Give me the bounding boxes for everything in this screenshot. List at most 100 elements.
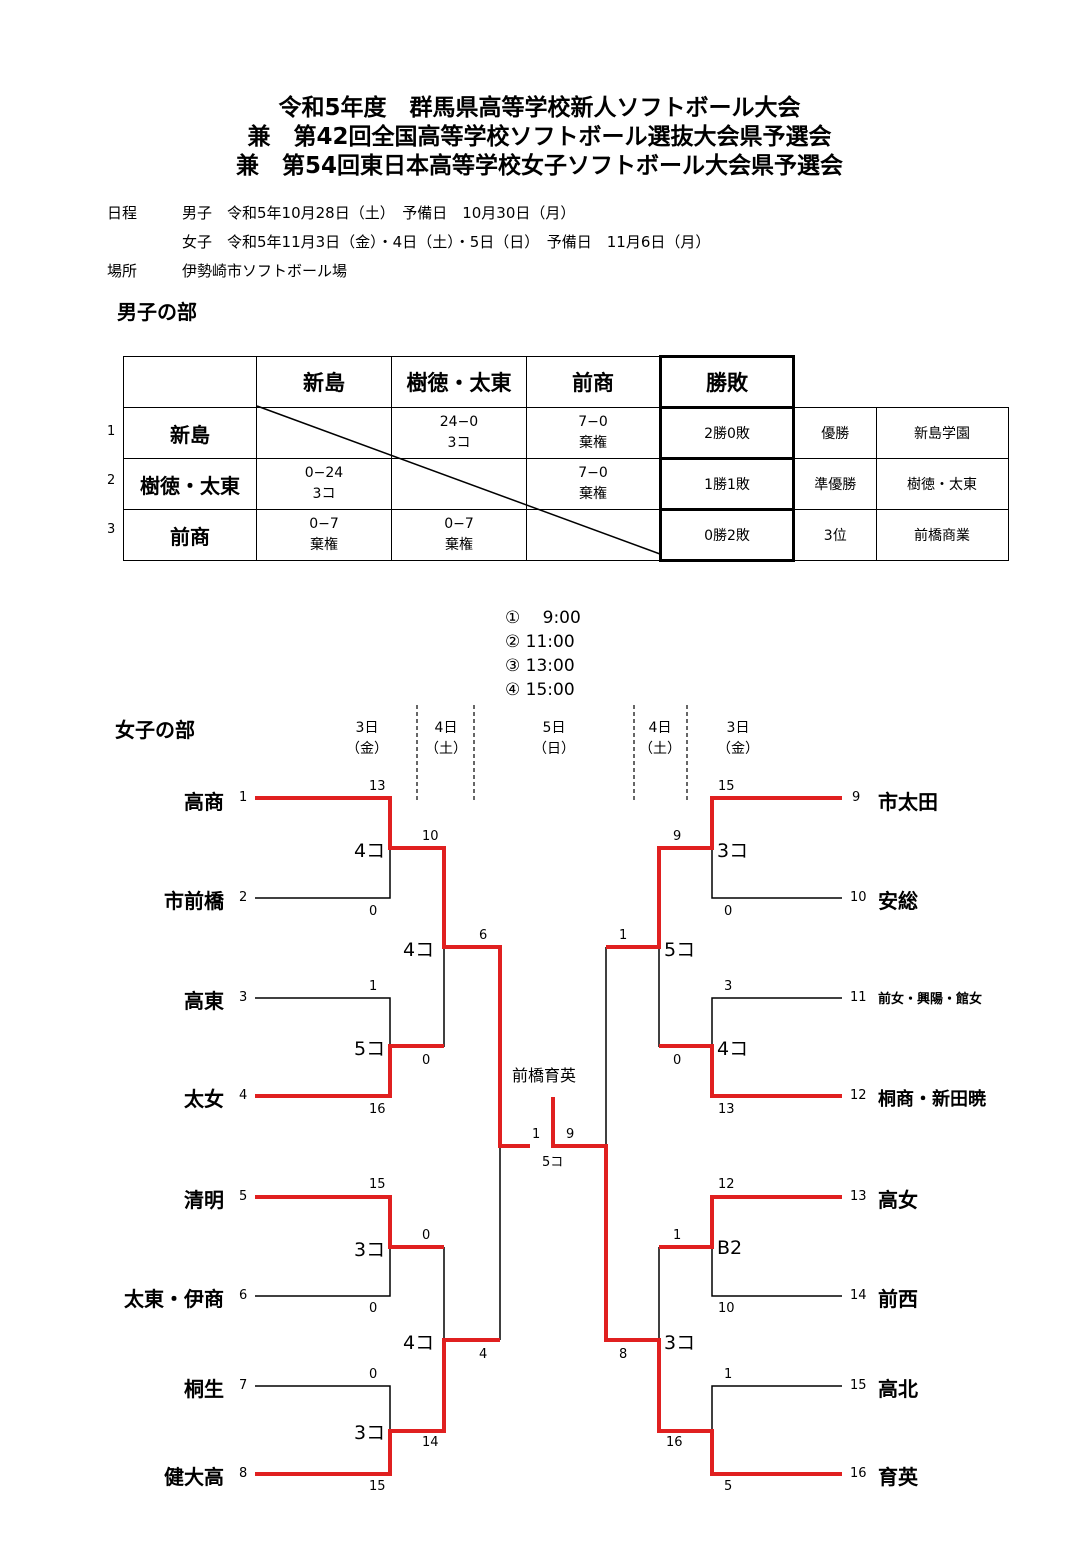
score: 6: [479, 928, 488, 943]
score: 0: [422, 1053, 431, 1068]
score: 13: [369, 779, 386, 794]
team-name: 健大高: [164, 1465, 224, 1489]
score: 1: [673, 1228, 682, 1243]
score: 4: [479, 1347, 488, 1362]
score: 0: [369, 1367, 378, 1382]
score: 13: [718, 1102, 735, 1117]
seed-number: 14: [850, 1288, 867, 1303]
time-schedule: ① 9:00 ② 11:00 ③ 13:00 ④ 15:00: [505, 606, 581, 702]
score: 0: [724, 904, 733, 919]
day-label: 3日（金）: [717, 720, 759, 757]
seed-number: 1: [239, 790, 248, 805]
row-number: 2: [107, 473, 116, 488]
row-team: 新島: [123, 407, 257, 459]
team-name: 前西: [878, 1287, 918, 1311]
seed-number: 5: [239, 1189, 248, 1204]
col-header: 樹徳・太東: [391, 356, 527, 408]
school-cell: 前橋商業: [875, 509, 1009, 561]
game-label: 4コ: [717, 1038, 749, 1060]
seed-number: 6: [239, 1288, 248, 1303]
time-slot: ② 11:00: [505, 632, 575, 652]
game-label: 3コ: [354, 1422, 386, 1444]
day-label: 5日（日）: [533, 720, 575, 757]
game-label: 5コ: [664, 939, 696, 961]
time-slot: ③ 13:00: [505, 656, 575, 676]
row-team: 樹徳・太東: [123, 458, 257, 510]
game-label: 4コ: [354, 840, 386, 862]
team-name: 清明: [184, 1188, 224, 1212]
score: 15: [718, 779, 735, 794]
record-cell: 1勝1敗: [659, 457, 795, 511]
score: 1: [369, 979, 378, 994]
team-name: 太東・伊商: [124, 1287, 224, 1311]
seed-number: 2: [239, 890, 248, 905]
record-header: 勝敗: [659, 355, 795, 409]
game-label: 3コ: [354, 1239, 386, 1261]
game-label: 4コ: [403, 1332, 435, 1354]
score: 14: [422, 1435, 439, 1450]
team-name: 桐商・新田暁: [878, 1089, 986, 1110]
record-cell: 2勝0敗: [659, 406, 795, 460]
title-line-1: 令和5年度 群馬県高等学校新人ソフトボール大会: [278, 95, 801, 121]
game-label: 3コ: [717, 840, 749, 862]
score: 0: [673, 1053, 682, 1068]
team-name: 桐生: [184, 1377, 224, 1401]
schedule-women: 女子 令和5年11月3日（金）・4日（土）・5日（日） 予備日 11月6日（月）: [182, 233, 711, 251]
score: 5: [724, 1479, 733, 1494]
seed-number: 7: [239, 1378, 248, 1393]
score: 3: [724, 979, 733, 994]
seed-number: 13: [850, 1189, 867, 1204]
col-header: 前商: [526, 356, 661, 408]
score: 10: [718, 1301, 735, 1316]
seed-number: 15: [850, 1378, 867, 1393]
place-value: 伊勢崎市ソフトボール場: [182, 262, 348, 280]
score: 16: [369, 1102, 386, 1117]
score: 9: [673, 829, 682, 844]
seed-number: 11: [850, 990, 867, 1005]
seed-number: 16: [850, 1466, 867, 1481]
team-name: 安総: [878, 889, 918, 913]
day-label: 4日（土）: [425, 720, 467, 757]
score: 16: [666, 1435, 683, 1450]
seed-number: 9: [852, 790, 861, 805]
score: 12: [718, 1177, 735, 1192]
seed-number: 12: [850, 1088, 867, 1103]
team-name: 高東: [184, 989, 224, 1013]
seed-number: 3: [239, 990, 248, 1005]
team-name: 高女: [878, 1188, 918, 1212]
score: 10: [422, 829, 439, 844]
day-label: 4日（土）: [639, 720, 681, 757]
team-name: 育英: [878, 1465, 918, 1489]
score: 1: [724, 1367, 733, 1382]
school-cell: 新島学園: [875, 407, 1009, 459]
men-section-title: 男子の部: [117, 300, 197, 324]
score: 15: [369, 1479, 386, 1494]
game-label: 5コ: [354, 1038, 386, 1060]
seed-number: 10: [850, 890, 867, 905]
score: 1: [619, 928, 628, 943]
score: 0: [422, 1228, 431, 1243]
schedule-men: 男子 令和5年10月28日（土） 予備日 10月30日（月）: [182, 204, 576, 222]
row-number: 1: [107, 424, 116, 439]
team-name: 高商: [184, 790, 224, 814]
row-team: 前商: [123, 509, 257, 561]
score: 0: [369, 904, 378, 919]
team-name: 市前橋: [164, 889, 224, 913]
time-slot: ① 9:00: [505, 608, 581, 628]
team-name: 前女・興陽・館女: [878, 992, 983, 1007]
team-name: 高北: [878, 1377, 918, 1401]
game-label: 3コ: [664, 1332, 696, 1354]
time-slot: ④ 15:00: [505, 680, 575, 700]
score: 1: [532, 1127, 541, 1142]
seed-number: 4: [239, 1088, 248, 1103]
row-number: 3: [107, 522, 116, 537]
title-line-2: 兼 第42回全国高等学校ソフトボール選抜大会県予選会: [247, 124, 832, 150]
team-name: 太女: [184, 1087, 224, 1111]
team-name: 市太田: [878, 790, 938, 814]
record-cell: 0勝2敗: [659, 508, 795, 562]
school-cell: 樹徳・太東: [875, 458, 1009, 510]
women-section-title: 女子の部: [115, 718, 195, 742]
score: 15: [369, 1177, 386, 1192]
final-game-label: 5コ: [542, 1155, 564, 1170]
